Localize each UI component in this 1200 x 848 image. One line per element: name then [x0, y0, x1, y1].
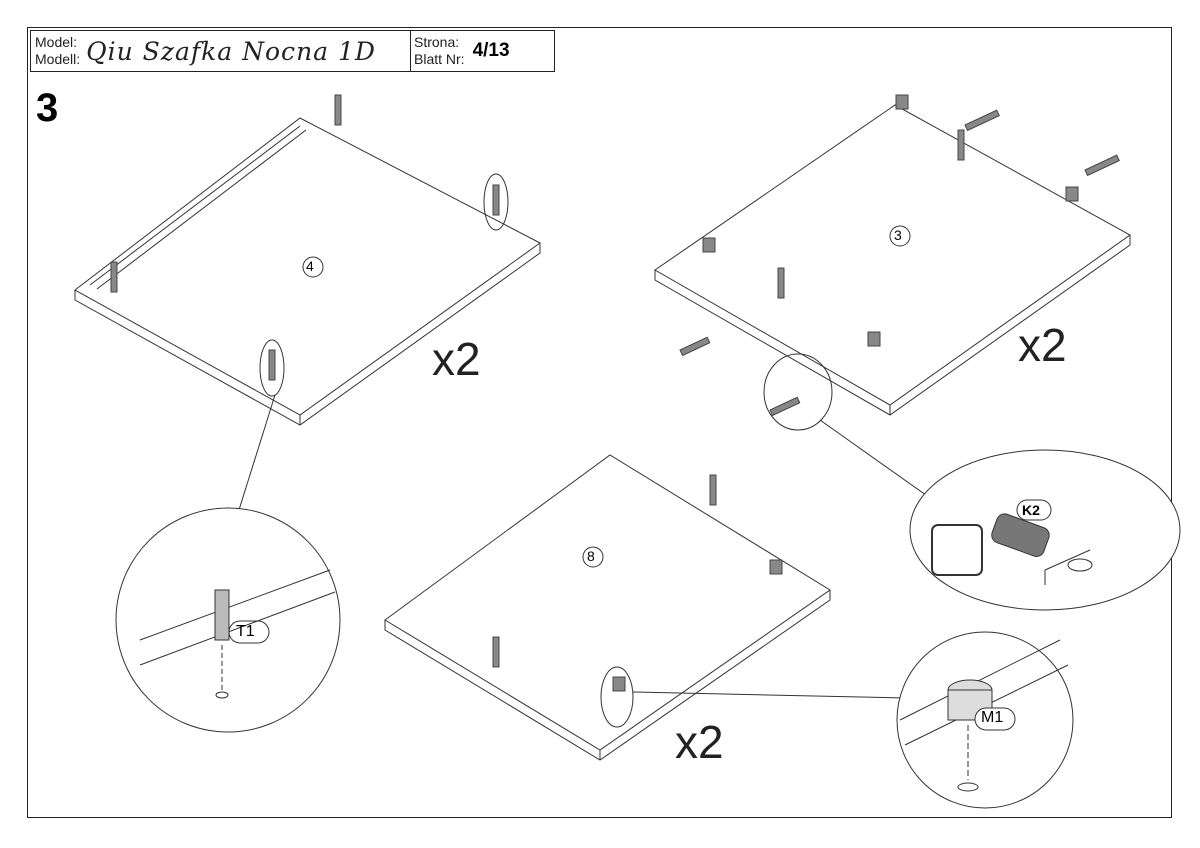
panel-3-label: 3 — [894, 227, 902, 243]
panel-8-quantity: x2 — [675, 716, 724, 768]
strona-label: Strona: — [414, 34, 460, 50]
k2-label: K2 — [1022, 502, 1040, 518]
panel-8-label: 8 — [587, 548, 595, 564]
model-label: Model: — [35, 34, 78, 50]
m1-label: M1 — [981, 709, 1004, 726]
model-name: Qiu Szafka Nocna 1D — [86, 36, 376, 66]
page-number: 4/13 — [472, 40, 510, 61]
panel-4-label: 4 — [306, 258, 314, 274]
panel-4-quantity: x2 — [432, 333, 481, 385]
step-number: 3 — [36, 86, 59, 130]
blatt-label: Blatt Nr: — [414, 51, 465, 67]
page-border — [27, 27, 1172, 818]
title-block: Model:Modell: Qiu Szafka Nocna 1D Strona… — [30, 30, 555, 72]
modell-label: Modell: — [35, 51, 81, 67]
t1-label: T1 — [236, 623, 255, 640]
panel-4 — [74, 94, 541, 426]
panel-8 — [384, 454, 906, 761]
panel-3 — [654, 94, 1131, 506]
panel-3-quantity: x2 — [1018, 319, 1067, 371]
